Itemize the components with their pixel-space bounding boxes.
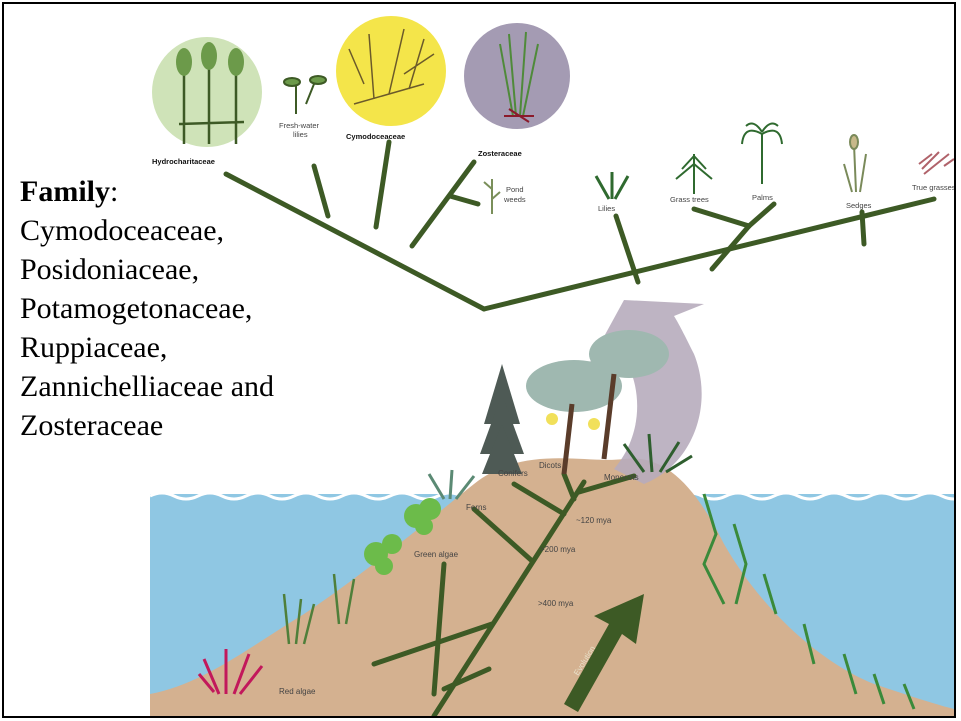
sedge-icon [844, 135, 866, 192]
family-colon: : [110, 175, 118, 208]
label-green-algae: Green algae [414, 550, 459, 559]
branch-cymodoceaceae [376, 142, 389, 227]
family-label: Family [20, 175, 110, 208]
family-item: Cymodoceaceae, [20, 211, 360, 250]
lily-icon [596, 172, 628, 199]
label-monocots: Monocots [604, 473, 639, 482]
label-lilies: Lilies [598, 204, 615, 213]
label-age-120: ~120 mya [576, 516, 612, 525]
label-cymodoceaceae: Cymodoceaceae [346, 132, 405, 141]
family-list: Family: Cymodoceaceae, Posidoniaceae, Po… [20, 172, 360, 445]
family-item: Potamogetonaceae, [20, 289, 360, 328]
branch-zosteraceae [412, 162, 474, 246]
palm-icon [742, 124, 782, 184]
label-dicots: Dicots [539, 461, 561, 470]
family-item: Posidoniaceae, [20, 250, 360, 289]
label-sedges: Sedges [846, 201, 872, 210]
branch-grass-trees [694, 209, 749, 226]
family-heading: Family: [20, 172, 360, 211]
label-grass-trees: Grass trees [670, 195, 709, 204]
grass-tree-icon [676, 154, 712, 194]
label-true-grasses: True grasses [912, 183, 954, 192]
true-grass-icon [919, 152, 954, 174]
label-freshwater-lilies-1: Fresh-water [279, 121, 320, 130]
label-palms: Palms [752, 193, 773, 202]
label-red-algae: Red algae [279, 687, 316, 696]
label-hydrocharitaceae: Hydrocharitaceae [152, 157, 215, 166]
zosteraceae-circle [464, 23, 570, 129]
label-freshwater-lilies-2: lilies [293, 130, 308, 139]
family-item: Zannichelliaceae and [20, 367, 360, 406]
family-item: Ruppiaceae, [20, 328, 360, 367]
branch-sedges [862, 212, 864, 244]
label-zosteraceae: Zosteraceae [478, 149, 522, 158]
label-pond-weeds-1: Pond [506, 185, 524, 194]
cymodoceaceae-circle [336, 16, 446, 126]
conifer-icon [480, 364, 524, 474]
branch-pond-weeds [450, 196, 478, 204]
pond-weed-icon [484, 179, 500, 214]
label-conifers: Conifers [498, 469, 528, 478]
family-item: Zosteraceae [20, 406, 360, 445]
freshwater-lily-icon [284, 76, 326, 114]
label-age-400: >400 mya [538, 599, 574, 608]
label-pond-weeds-2: weeds [503, 195, 526, 204]
label-age-200: >200 mya [540, 545, 576, 554]
hydrocharitaceae-circle [152, 37, 262, 147]
label-ferns: Ferns [466, 503, 486, 512]
branch-palms [749, 204, 774, 226]
